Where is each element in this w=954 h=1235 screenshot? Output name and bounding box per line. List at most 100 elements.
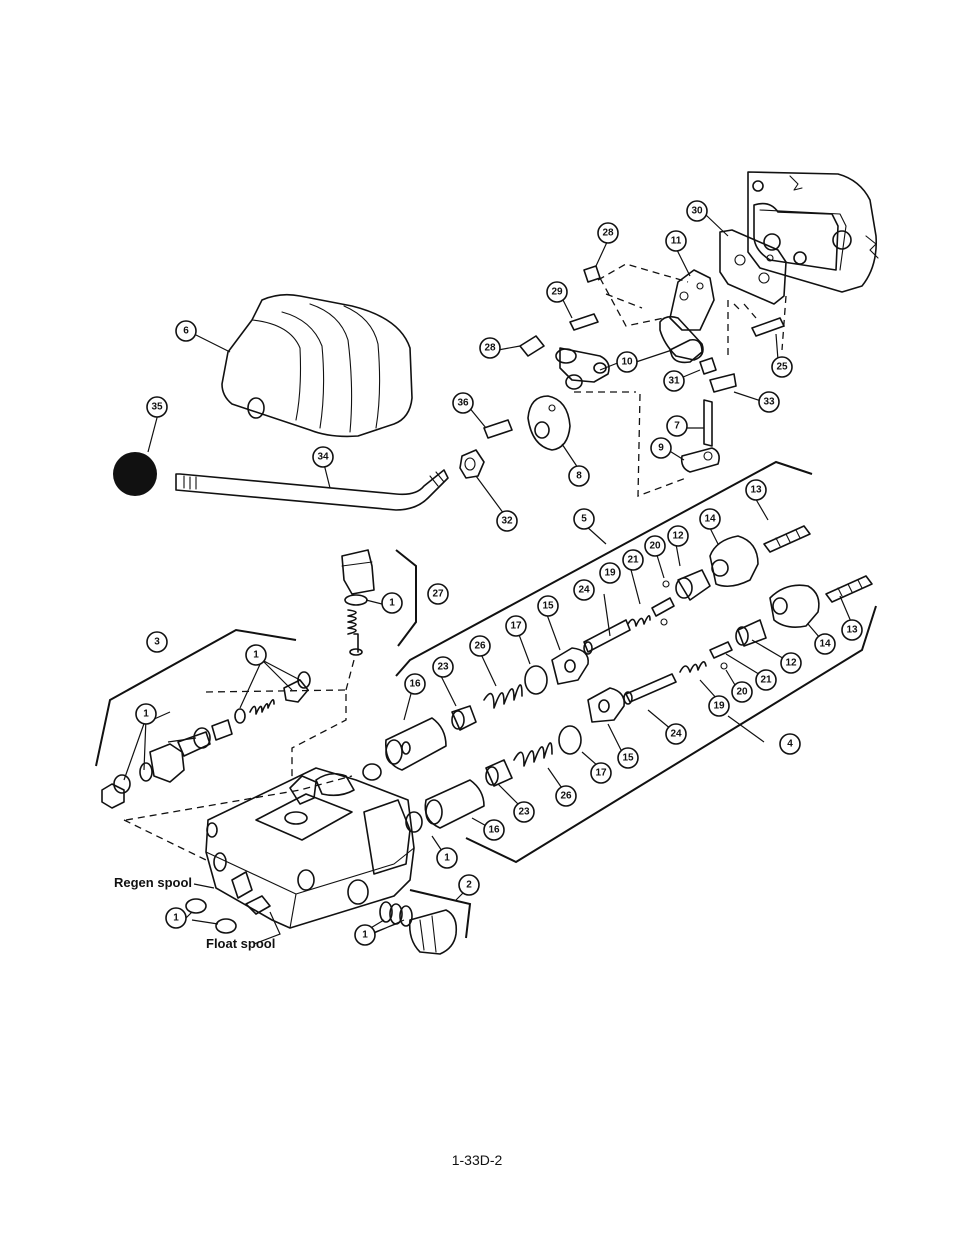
callout-1: 1 xyxy=(245,644,267,666)
callout-24: 24 xyxy=(573,579,595,601)
svg-text:24: 24 xyxy=(578,585,590,596)
svg-text:7: 7 xyxy=(674,421,680,432)
callout-14: 14 xyxy=(699,508,721,530)
callout-28: 28 xyxy=(479,337,501,359)
callout-19: 19 xyxy=(708,695,730,717)
callout-35: 35 xyxy=(146,396,168,418)
callout-21: 21 xyxy=(622,549,644,571)
spool-stack-lower xyxy=(405,673,677,833)
valve-body xyxy=(205,767,415,929)
callout-29: 29 xyxy=(546,281,568,303)
svg-text:34: 34 xyxy=(317,452,329,463)
callout-2: 2 xyxy=(458,874,480,896)
callout-14: 14 xyxy=(814,633,836,655)
plug-2 xyxy=(379,901,458,955)
relief-valve-27 xyxy=(341,549,375,656)
svg-text:1: 1 xyxy=(173,913,179,924)
svg-text:23: 23 xyxy=(437,662,449,673)
svg-text:9: 9 xyxy=(658,443,664,454)
svg-text:33: 33 xyxy=(763,397,775,408)
callout-11: 11 xyxy=(665,230,687,252)
o-ring xyxy=(185,898,207,914)
svg-text:28: 28 xyxy=(602,228,614,239)
svg-text:17: 17 xyxy=(510,621,522,632)
cap-assembly-upper xyxy=(675,525,811,601)
svg-text:19: 19 xyxy=(713,701,725,712)
lever-rod-34 xyxy=(175,469,449,511)
callout-34: 34 xyxy=(312,446,334,468)
nut-32 xyxy=(459,449,485,479)
svg-text:6: 6 xyxy=(183,326,189,337)
svg-text:3: 3 xyxy=(154,637,160,648)
svg-text:24: 24 xyxy=(670,729,682,740)
callout-19: 19 xyxy=(599,562,621,584)
svg-text:15: 15 xyxy=(542,601,554,612)
callout-32: 32 xyxy=(496,510,518,532)
callout-30: 30 xyxy=(686,200,708,222)
svg-text:16: 16 xyxy=(488,825,500,836)
callout-26: 26 xyxy=(555,785,577,807)
svg-text:10: 10 xyxy=(621,357,633,368)
callout-13: 13 xyxy=(745,479,767,501)
svg-text:13: 13 xyxy=(750,485,762,496)
dashed-guide-upper xyxy=(597,263,787,497)
callout-1: 1 xyxy=(436,847,458,869)
svg-text:32: 32 xyxy=(501,516,513,527)
boot-cover-6 xyxy=(221,293,413,438)
callout-20: 20 xyxy=(731,681,753,703)
svg-text:13: 13 xyxy=(846,625,858,636)
group-bracket-4 xyxy=(465,605,877,864)
callout-7: 7 xyxy=(666,415,688,437)
callout-1: 1 xyxy=(354,924,376,946)
svg-text:11: 11 xyxy=(671,236,682,247)
callouts: 30 28 11 29 6 28 10 25 31 33 35 36 7 9 3… xyxy=(135,200,863,946)
callout-5: 5 xyxy=(573,508,595,530)
svg-text:4: 4 xyxy=(787,739,793,750)
svg-text:26: 26 xyxy=(474,641,486,652)
callout-9: 9 xyxy=(650,437,672,459)
callout-6: 6 xyxy=(175,320,197,342)
callout-12: 12 xyxy=(780,652,802,674)
callout-36: 36 xyxy=(452,392,474,414)
svg-text:20: 20 xyxy=(649,541,661,552)
svg-text:1: 1 xyxy=(389,598,395,609)
callout-15: 15 xyxy=(617,747,639,769)
svg-text:12: 12 xyxy=(785,658,797,669)
callout-20: 20 xyxy=(644,535,666,557)
svg-text:1: 1 xyxy=(143,709,149,720)
dashed-guide-upper-2 xyxy=(574,300,729,393)
group-bracket-3 xyxy=(95,628,297,767)
svg-text:28: 28 xyxy=(484,343,496,354)
page-number: 1-33D-2 xyxy=(451,1152,503,1168)
cap-assembly-lower xyxy=(679,575,873,673)
rod-end-10 xyxy=(555,338,703,390)
callout-13: 13 xyxy=(841,619,863,641)
knob-35 xyxy=(113,452,157,496)
callout-27: 27 xyxy=(427,583,449,605)
callout-3: 3 xyxy=(146,631,168,653)
svg-text:23: 23 xyxy=(518,807,530,818)
callout-4: 4 xyxy=(779,733,801,755)
svg-text:29: 29 xyxy=(551,287,563,298)
svg-text:21: 21 xyxy=(627,555,639,566)
callout-24: 24 xyxy=(665,723,687,745)
svg-text:17: 17 xyxy=(595,768,607,779)
callout-17: 17 xyxy=(590,762,612,784)
float-spool-label: Float spool xyxy=(206,936,275,951)
svg-text:5: 5 xyxy=(581,514,587,525)
svg-text:36: 36 xyxy=(457,398,469,409)
svg-text:21: 21 xyxy=(760,675,772,686)
svg-text:27: 27 xyxy=(432,589,444,600)
spool-stack-upper xyxy=(362,647,589,781)
callout-1: 1 xyxy=(135,703,157,725)
callout-12: 12 xyxy=(667,525,689,547)
svg-text:16: 16 xyxy=(409,679,421,690)
callout-23: 23 xyxy=(432,656,454,678)
callout-10: 10 xyxy=(616,351,638,373)
callout-23: 23 xyxy=(513,801,535,823)
callout-25: 25 xyxy=(771,356,793,378)
callout-26: 26 xyxy=(469,635,491,657)
svg-text:15: 15 xyxy=(622,753,634,764)
group-bracket-5 xyxy=(395,460,813,677)
